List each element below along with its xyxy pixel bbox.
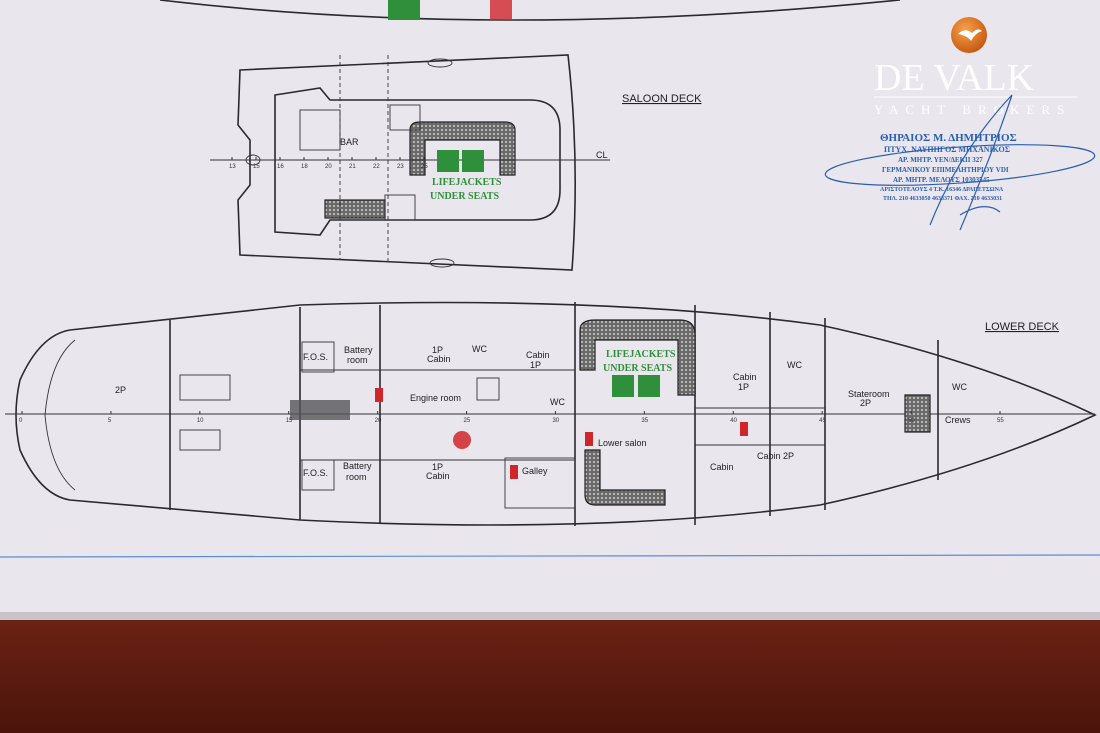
stamp-line-6: ΑΡΙΣΤΟΤΕΛΟΥΣ 4 Τ.Κ. 16346 ΔΡΑΠΕΤΣΩΝΑ	[880, 187, 1004, 193]
logo-name: DE VALK	[874, 57, 1035, 99]
stamp-line-2: ΠΤΥΧ. ΝΑΥΠΗΓΟΣ ΜΗΧΑΝΙΚΟΣ	[884, 145, 1010, 154]
frame-number: 10	[197, 418, 204, 424]
lower-deck-title: LOWER DECK	[985, 321, 1060, 333]
lower-salon-label: Lower salon	[598, 438, 647, 448]
cabin-b-label-1: Cabin	[526, 350, 550, 360]
cabin-c-label-1: 1P	[432, 462, 443, 472]
frame-number: 20	[375, 418, 382, 424]
crews-label: Crews	[945, 415, 971, 425]
border-line	[0, 554, 1100, 558]
stamp-line-1: ΘΗΡΑΙΟΣ Μ. ΔΗΜΗΤΡΙΟΣ	[880, 132, 1017, 144]
frame-number: 30	[552, 418, 559, 424]
frame-number: 15	[253, 164, 260, 170]
frame-number: 16	[277, 164, 284, 170]
cabin-b-label-2: 1P	[530, 360, 541, 370]
cabin-d-label-1: Cabin	[733, 372, 757, 382]
saloon-bar-label: BAR	[340, 137, 359, 147]
sheet-edge	[0, 612, 1100, 620]
frame-number: 35	[641, 418, 648, 424]
signature	[929, 94, 1013, 231]
engine-room-label: Engine room	[410, 393, 461, 403]
fire-sign-top	[490, 0, 512, 20]
wooden-table	[0, 620, 1100, 733]
frame-number: 25	[464, 418, 471, 424]
frame-number: 50	[908, 418, 915, 424]
centerline-label: CL	[596, 150, 608, 160]
frame-number: 18	[301, 164, 308, 170]
frame-number: 15	[286, 418, 293, 424]
wc-b-label: WC	[550, 397, 565, 407]
frame-number: 20	[325, 164, 332, 170]
stamp-line-3: ΑΡ. ΜΗΤΡ. ΥΕΝ/ΔΕΚΙΙ 327	[898, 156, 983, 164]
battery-stbd-label-2: room	[346, 472, 367, 482]
stern-berth-label: 2P	[115, 385, 126, 395]
wc-c-label: WC	[787, 360, 802, 370]
de-valk-logo: DE VALK YACHT BROKERS	[874, 17, 1077, 117]
fos-stbd-label: F.O.S.	[303, 468, 328, 478]
stateroom-label-1: Stateroom	[848, 389, 890, 399]
paper-sheet	[0, 0, 1100, 620]
frame-number: 21	[349, 164, 356, 170]
stamp-line-7: ΤΗΛ. 210 4633050 4633371 ΦΑΧ. 210 463303…	[883, 196, 1002, 202]
stamp-line-4: ΓΕΡΜΑΝΙΚΟΥ ΕΠΙΜΕΛΗΤΗΡΙΟΥ VDI	[882, 166, 1009, 174]
cabin-c-label-2: Cabin	[426, 471, 450, 481]
frame-number: 5	[108, 418, 112, 424]
frame-number: 40	[730, 418, 737, 424]
engineer-stamp: ΘΗΡΑΙΟΣ Μ. ΔΗΜΗΤΡΙΟΣ ΠΤΥΧ. ΝΑΥΠΗΓΟΣ ΜΗΧΑ…	[824, 94, 1096, 231]
cabin-2p-label: Cabin 2P	[757, 451, 794, 461]
lifejacket-sign-top	[388, 0, 420, 20]
stateroom-label-2: 2P	[860, 398, 871, 408]
saloon-deck-plan: BAR CL LIFEJACKETS UNDER SEATS 13 15 16 18 2…	[210, 54, 610, 271]
stamp-line-5: ΑΡ. ΜΗΤΡ. ΜΕΛΟΥΣ 10303545	[893, 176, 990, 184]
frame-number: 23	[397, 164, 404, 170]
logo-tagline: YACHT BROKERS	[874, 102, 1071, 117]
wc-d-label: WC	[952, 382, 967, 392]
frame-number: 25	[421, 164, 428, 170]
frame-number: 13	[229, 164, 236, 170]
saloon-lifejackets-line1: LIFEJACKETS	[432, 177, 502, 188]
lower-lifejackets-line1: LIFEJACKETS	[606, 349, 676, 360]
battery-port-label-1: Battery	[344, 345, 373, 355]
upper-deck-hull-edge	[159, 0, 901, 21]
cabin-a-label-1: 1P	[432, 345, 443, 355]
wc-a-label: WC	[472, 344, 487, 354]
cabin-d-label-2: 1P	[738, 382, 749, 392]
frame-number: 0	[19, 418, 23, 424]
frame-number: 55	[997, 418, 1004, 424]
lower-lifejackets-line2: UNDER SEATS	[603, 363, 672, 374]
cabin-a-label-2: Cabin	[427, 354, 451, 364]
saloon-deck-title: SALOON DECK	[622, 93, 702, 105]
fos-port-label: F.O.S.	[303, 352, 328, 362]
lower-deck-plan: 2P F.O.S. Battery room F.O.S. Battery ro…	[5, 301, 1097, 526]
galley-label: Galley	[522, 466, 548, 476]
frame-number: 22	[373, 164, 380, 170]
saloon-lifejackets-line2: UNDER SEATS	[430, 191, 499, 202]
cabin-small-label: Cabin	[710, 462, 734, 472]
battery-stbd-label-1: Battery	[343, 461, 372, 471]
frame-number: 45	[819, 418, 826, 424]
battery-port-label-2: room	[347, 355, 368, 365]
